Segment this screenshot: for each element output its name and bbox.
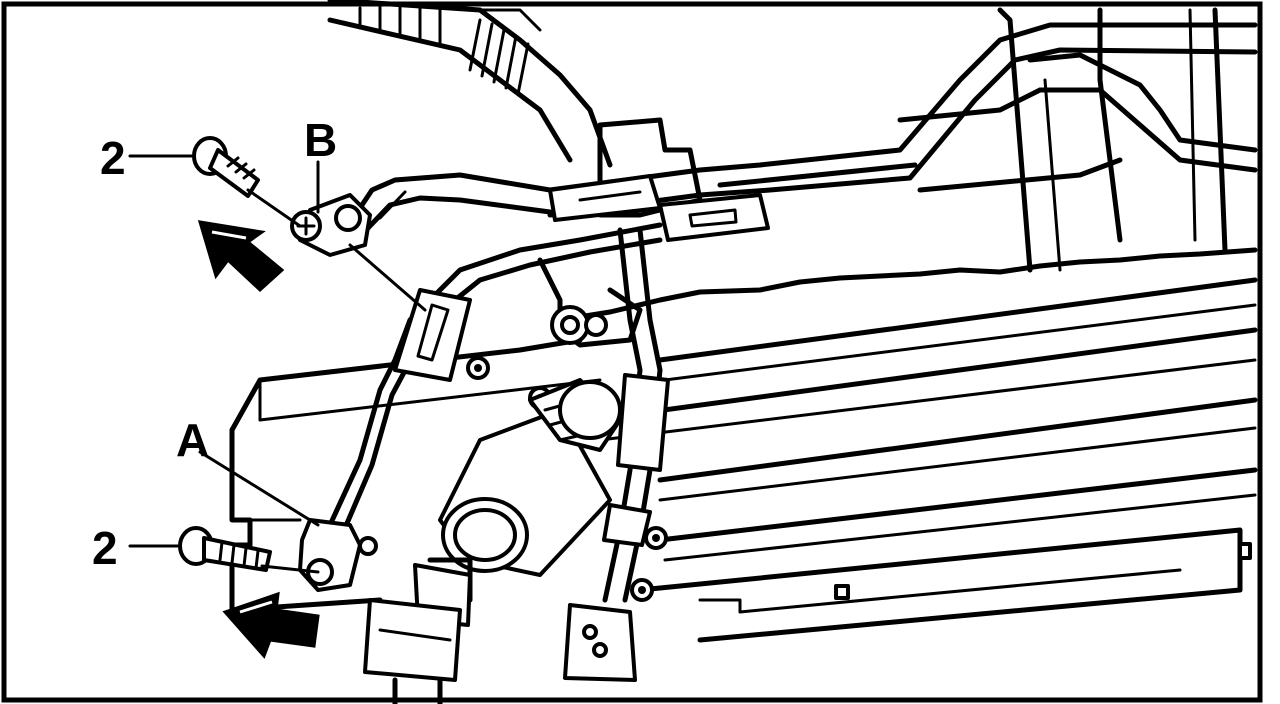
upper-hose: [327, 0, 613, 168]
bolt-upper: [192, 136, 260, 198]
bolt-lower-path: [260, 564, 320, 574]
direction-arrow-icon: [197, 220, 285, 293]
lower-fitting: [363, 557, 473, 704]
point-b-label: B: [304, 114, 337, 166]
direction-arrow-icon: [222, 591, 320, 659]
injector-body: [438, 378, 622, 577]
label-a-leader: [198, 450, 320, 527]
bolt-lower: [178, 526, 272, 572]
bolt-upper-label: 2: [100, 132, 126, 184]
bolt-lower-label: 2: [92, 522, 118, 574]
pipe-sleeve-upper: [393, 288, 472, 382]
upper-pipe-bundle: [547, 22, 1258, 218]
point-a-label: A: [176, 414, 209, 466]
right-pipe: [563, 227, 670, 682]
bolt-upper-path: [246, 188, 302, 228]
pipe-b: [357, 172, 553, 231]
clamp-b-bracket-line: [348, 243, 427, 312]
pipe-sleeve-mid: [548, 174, 770, 242]
